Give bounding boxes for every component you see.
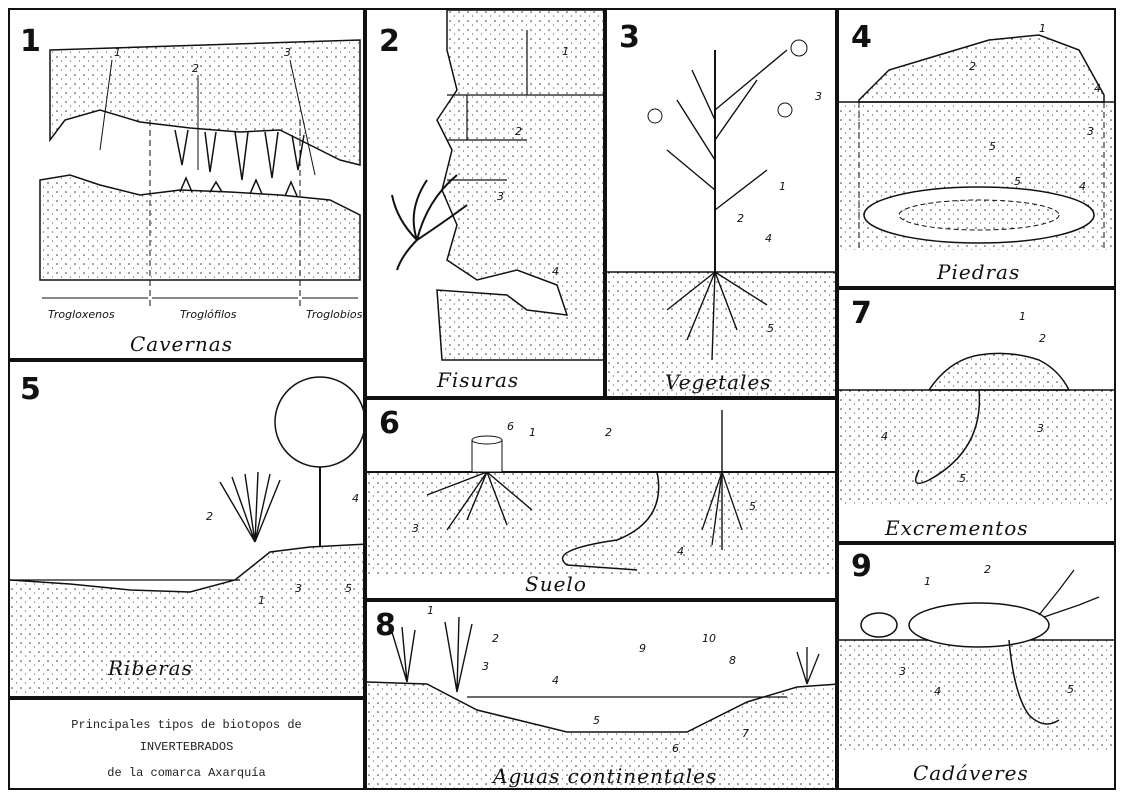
label-2: 2	[1039, 332, 1046, 345]
caption-line-3: de la comarca Axarquía	[10, 766, 363, 780]
label-5: 5	[345, 582, 352, 595]
caption-line-1: Principales tipos de biotopos de	[10, 718, 363, 732]
label-10: 10	[702, 632, 716, 645]
label-1: 1	[258, 594, 265, 607]
label-1: 1	[924, 575, 931, 588]
label-6: 6	[672, 742, 679, 755]
label-3: 3	[899, 665, 906, 678]
label-4: 4	[552, 674, 559, 687]
label-4: 4	[677, 545, 684, 558]
panel-cavernas: 1 1 2 3 Trogloxenos Troglófilos Troglobi…	[8, 8, 365, 360]
label-1: 1	[427, 604, 434, 617]
label-2: 2	[492, 632, 499, 645]
label-2: 2	[192, 62, 199, 75]
label-4: 4	[552, 265, 559, 278]
panel-title: Cadáveres	[913, 761, 1029, 785]
label-4: 4	[765, 232, 772, 245]
panel-title: Vegetales	[665, 370, 772, 394]
label-5: 5	[989, 140, 996, 153]
panel-title: Cavernas	[130, 332, 233, 356]
riverbank-drawing: 1 2 3 4 5	[10, 362, 365, 698]
label-2: 2	[605, 426, 612, 439]
label-3: 3	[284, 46, 291, 59]
panel-title: Riberas	[108, 656, 193, 680]
zone-troglofilos: Troglófilos	[180, 308, 237, 321]
label-2: 2	[737, 212, 744, 225]
label-4: 4	[352, 492, 359, 505]
panel-vegetales: 3 1 2 3 4 5 Vegetales	[605, 8, 837, 398]
label-9: 9	[639, 642, 646, 655]
stones-drawing: 1 2 3 4 5 5 4	[839, 10, 1116, 288]
label-5: 5	[749, 500, 756, 513]
fissures-drawing: 1 2 3 4	[367, 10, 605, 398]
panel-title: Suelo	[525, 572, 587, 596]
label-2: 2	[984, 563, 991, 576]
figure-caption: Principales tipos de biotopos de INVERTE…	[8, 698, 365, 790]
label-5: 5	[959, 472, 966, 485]
label-1: 1	[562, 45, 569, 58]
panel-aguas-continentales: 8 1 2 3 4 5 6 7 8 9 10 Aguas continental…	[365, 600, 837, 790]
label-3: 3	[412, 522, 419, 535]
label-1: 1	[529, 426, 536, 439]
panel-title: Excrementos	[885, 516, 1029, 540]
label-3: 3	[482, 660, 489, 673]
droppings-drawing: 1 2 3 4 5	[839, 290, 1116, 543]
label-2: 2	[969, 60, 976, 73]
panel-title: Aguas continentales	[493, 764, 717, 788]
label-5: 5	[593, 714, 600, 727]
label-3: 3	[1087, 125, 1094, 138]
label-4b: 4	[1079, 180, 1086, 193]
caption-line-2: INVERTEBRADOS	[10, 740, 363, 754]
panel-excrementos: 7 1 2 3 4 5 Excrementos	[837, 288, 1116, 543]
label-2: 2	[206, 510, 213, 523]
label-6: 6	[507, 420, 514, 433]
label-4: 4	[1094, 82, 1101, 95]
label-3: 3	[497, 190, 504, 203]
zone-trogloxenos: Trogloxenos	[48, 308, 115, 321]
label-1: 1	[1019, 310, 1026, 323]
label-5b: 5	[1014, 175, 1021, 188]
label-7: 7	[742, 727, 749, 740]
zone-troglobios: Troglobios	[306, 308, 363, 321]
panel-title: Piedras	[937, 260, 1020, 284]
caverns-drawing: 1 2 3 Trogloxenos Troglófilos Troglobios	[10, 10, 365, 360]
plant-drawing: 1 2 3 4 5	[607, 10, 837, 398]
soil-drawing: 1 2 3 4 5 6	[367, 400, 837, 600]
label-3: 3	[295, 582, 302, 595]
label-2: 2	[515, 125, 522, 138]
carcass-drawing: 1 2 3 4 5	[839, 545, 1116, 790]
label-1: 1	[114, 46, 121, 59]
waters-drawing: 1 2 3 4 5 6 7 8 9 10	[367, 602, 837, 790]
label-4: 4	[934, 685, 941, 698]
label-4: 4	[881, 430, 888, 443]
label-8: 8	[729, 654, 736, 667]
panel-suelo: 6 1 2 3 4 5 6 Suelo	[365, 398, 837, 600]
panel-cadaveres: 9 1 2 3 4 5 Cadáveres	[837, 543, 1116, 790]
label-5: 5	[1067, 683, 1074, 696]
panel-title: Fisuras	[437, 368, 519, 392]
label-3: 3	[1037, 422, 1044, 435]
panel-fisuras: 2 1 2 3 4 Fisuras	[365, 8, 605, 398]
panel-riberas: 5 1 2 3 4 5 Riberas	[8, 360, 365, 698]
panel-piedras: 4 1 2 3 4 5 5 4 Piedras	[837, 8, 1116, 288]
label-3: 3	[815, 90, 822, 103]
label-1: 1	[779, 180, 786, 193]
label-1: 1	[1039, 22, 1046, 35]
label-5: 5	[767, 322, 774, 335]
